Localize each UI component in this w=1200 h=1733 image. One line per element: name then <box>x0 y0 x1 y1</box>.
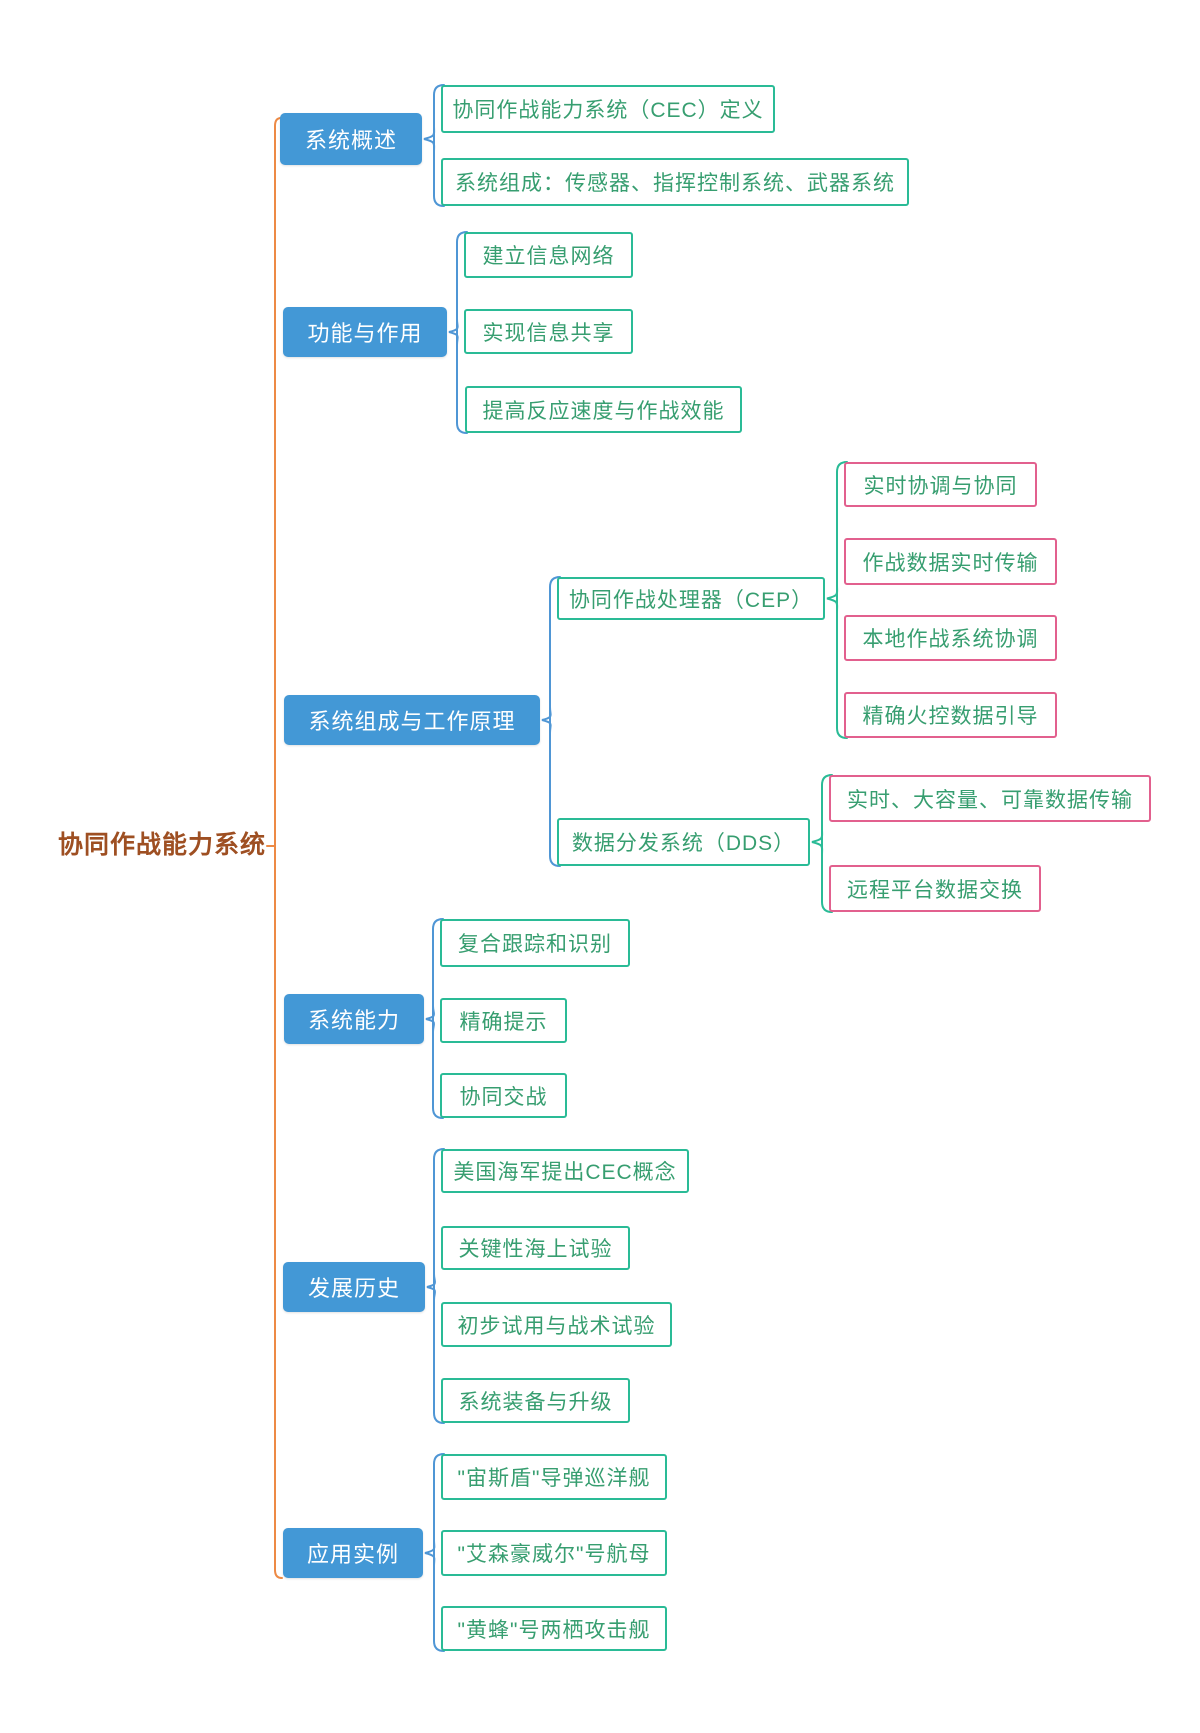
node-eisenhower-carrier[interactable]: "艾森豪威尔"号航母 <box>441 1530 667 1576</box>
node-dds[interactable]: 数据分发系统（DDS） <box>557 818 810 866</box>
node-equipment-upgrade[interactable]: 系统装备与升级 <box>441 1378 630 1423</box>
node-build-info-network[interactable]: 建立信息网络 <box>464 232 633 278</box>
node-precise-cueing[interactable]: 精确提示 <box>440 998 567 1043</box>
node-initial-tactical-trials[interactable]: 初步试用与战术试验 <box>441 1302 672 1347</box>
node-combat-data-transmission[interactable]: 作战数据实时传输 <box>844 538 1057 585</box>
node-system-overview[interactable]: 系统概述 <box>280 113 422 165</box>
connector-pinch-node-functions-role <box>448 318 459 346</box>
connector-pinch-node-composition-principle <box>541 706 552 734</box>
node-info-sharing[interactable]: 实现信息共享 <box>464 309 633 354</box>
node-system-capability[interactable]: 系统能力 <box>284 994 424 1044</box>
connector-pinch-node-cep <box>826 584 839 613</box>
root-topic[interactable]: 协同作战能力系统 <box>57 831 266 859</box>
node-remote-platform-exchange[interactable]: 远程平台数据交换 <box>829 865 1041 912</box>
node-aegis-cruiser[interactable]: "宙斯盾"导弹巡洋舰 <box>441 1454 667 1500</box>
node-realtime-coordination[interactable]: 实时协调与协同 <box>844 462 1037 507</box>
node-wasp-assault-ship[interactable]: "黄蜂"号两栖攻击舰 <box>441 1606 667 1651</box>
spine-line <box>274 117 283 1579</box>
node-cep[interactable]: 协同作战处理器（CEP） <box>557 577 825 620</box>
node-application-examples[interactable]: 应用实例 <box>283 1528 423 1578</box>
node-fire-control-guidance[interactable]: 精确火控数据引导 <box>844 692 1057 738</box>
connector-pinch-node-system-capability <box>425 1005 435 1033</box>
node-composition-principle[interactable]: 系统组成与工作原理 <box>284 695 540 745</box>
connector-pinch-node-dds <box>811 828 824 856</box>
node-system-composition[interactable]: 系统组成：传感器、指挥控制系统、武器系统 <box>441 158 909 206</box>
connector-pinch-node-application-examples <box>424 1539 436 1567</box>
node-cec-definition[interactable]: 协同作战能力系统（CEC）定义 <box>441 85 775 133</box>
node-response-speed[interactable]: 提高反应速度与作战效能 <box>465 386 742 433</box>
connector-pinch-node-system-overview <box>423 125 436 153</box>
node-composite-tracking[interactable]: 复合跟踪和识别 <box>440 919 630 967</box>
connector-pinch-node-development-history <box>426 1273 436 1301</box>
node-functions-role[interactable]: 功能与作用 <box>283 307 447 357</box>
node-local-system-coordination[interactable]: 本地作战系统协调 <box>844 615 1057 661</box>
node-key-sea-trials[interactable]: 关键性海上试验 <box>441 1226 630 1270</box>
node-cooperative-engagement[interactable]: 协同交战 <box>440 1073 567 1118</box>
node-development-history[interactable]: 发展历史 <box>283 1262 425 1312</box>
node-cec-concept-proposed[interactable]: 美国海军提出CEC概念 <box>441 1149 689 1193</box>
node-reliable-data-transmission[interactable]: 实时、大容量、可靠数据传输 <box>829 775 1151 822</box>
